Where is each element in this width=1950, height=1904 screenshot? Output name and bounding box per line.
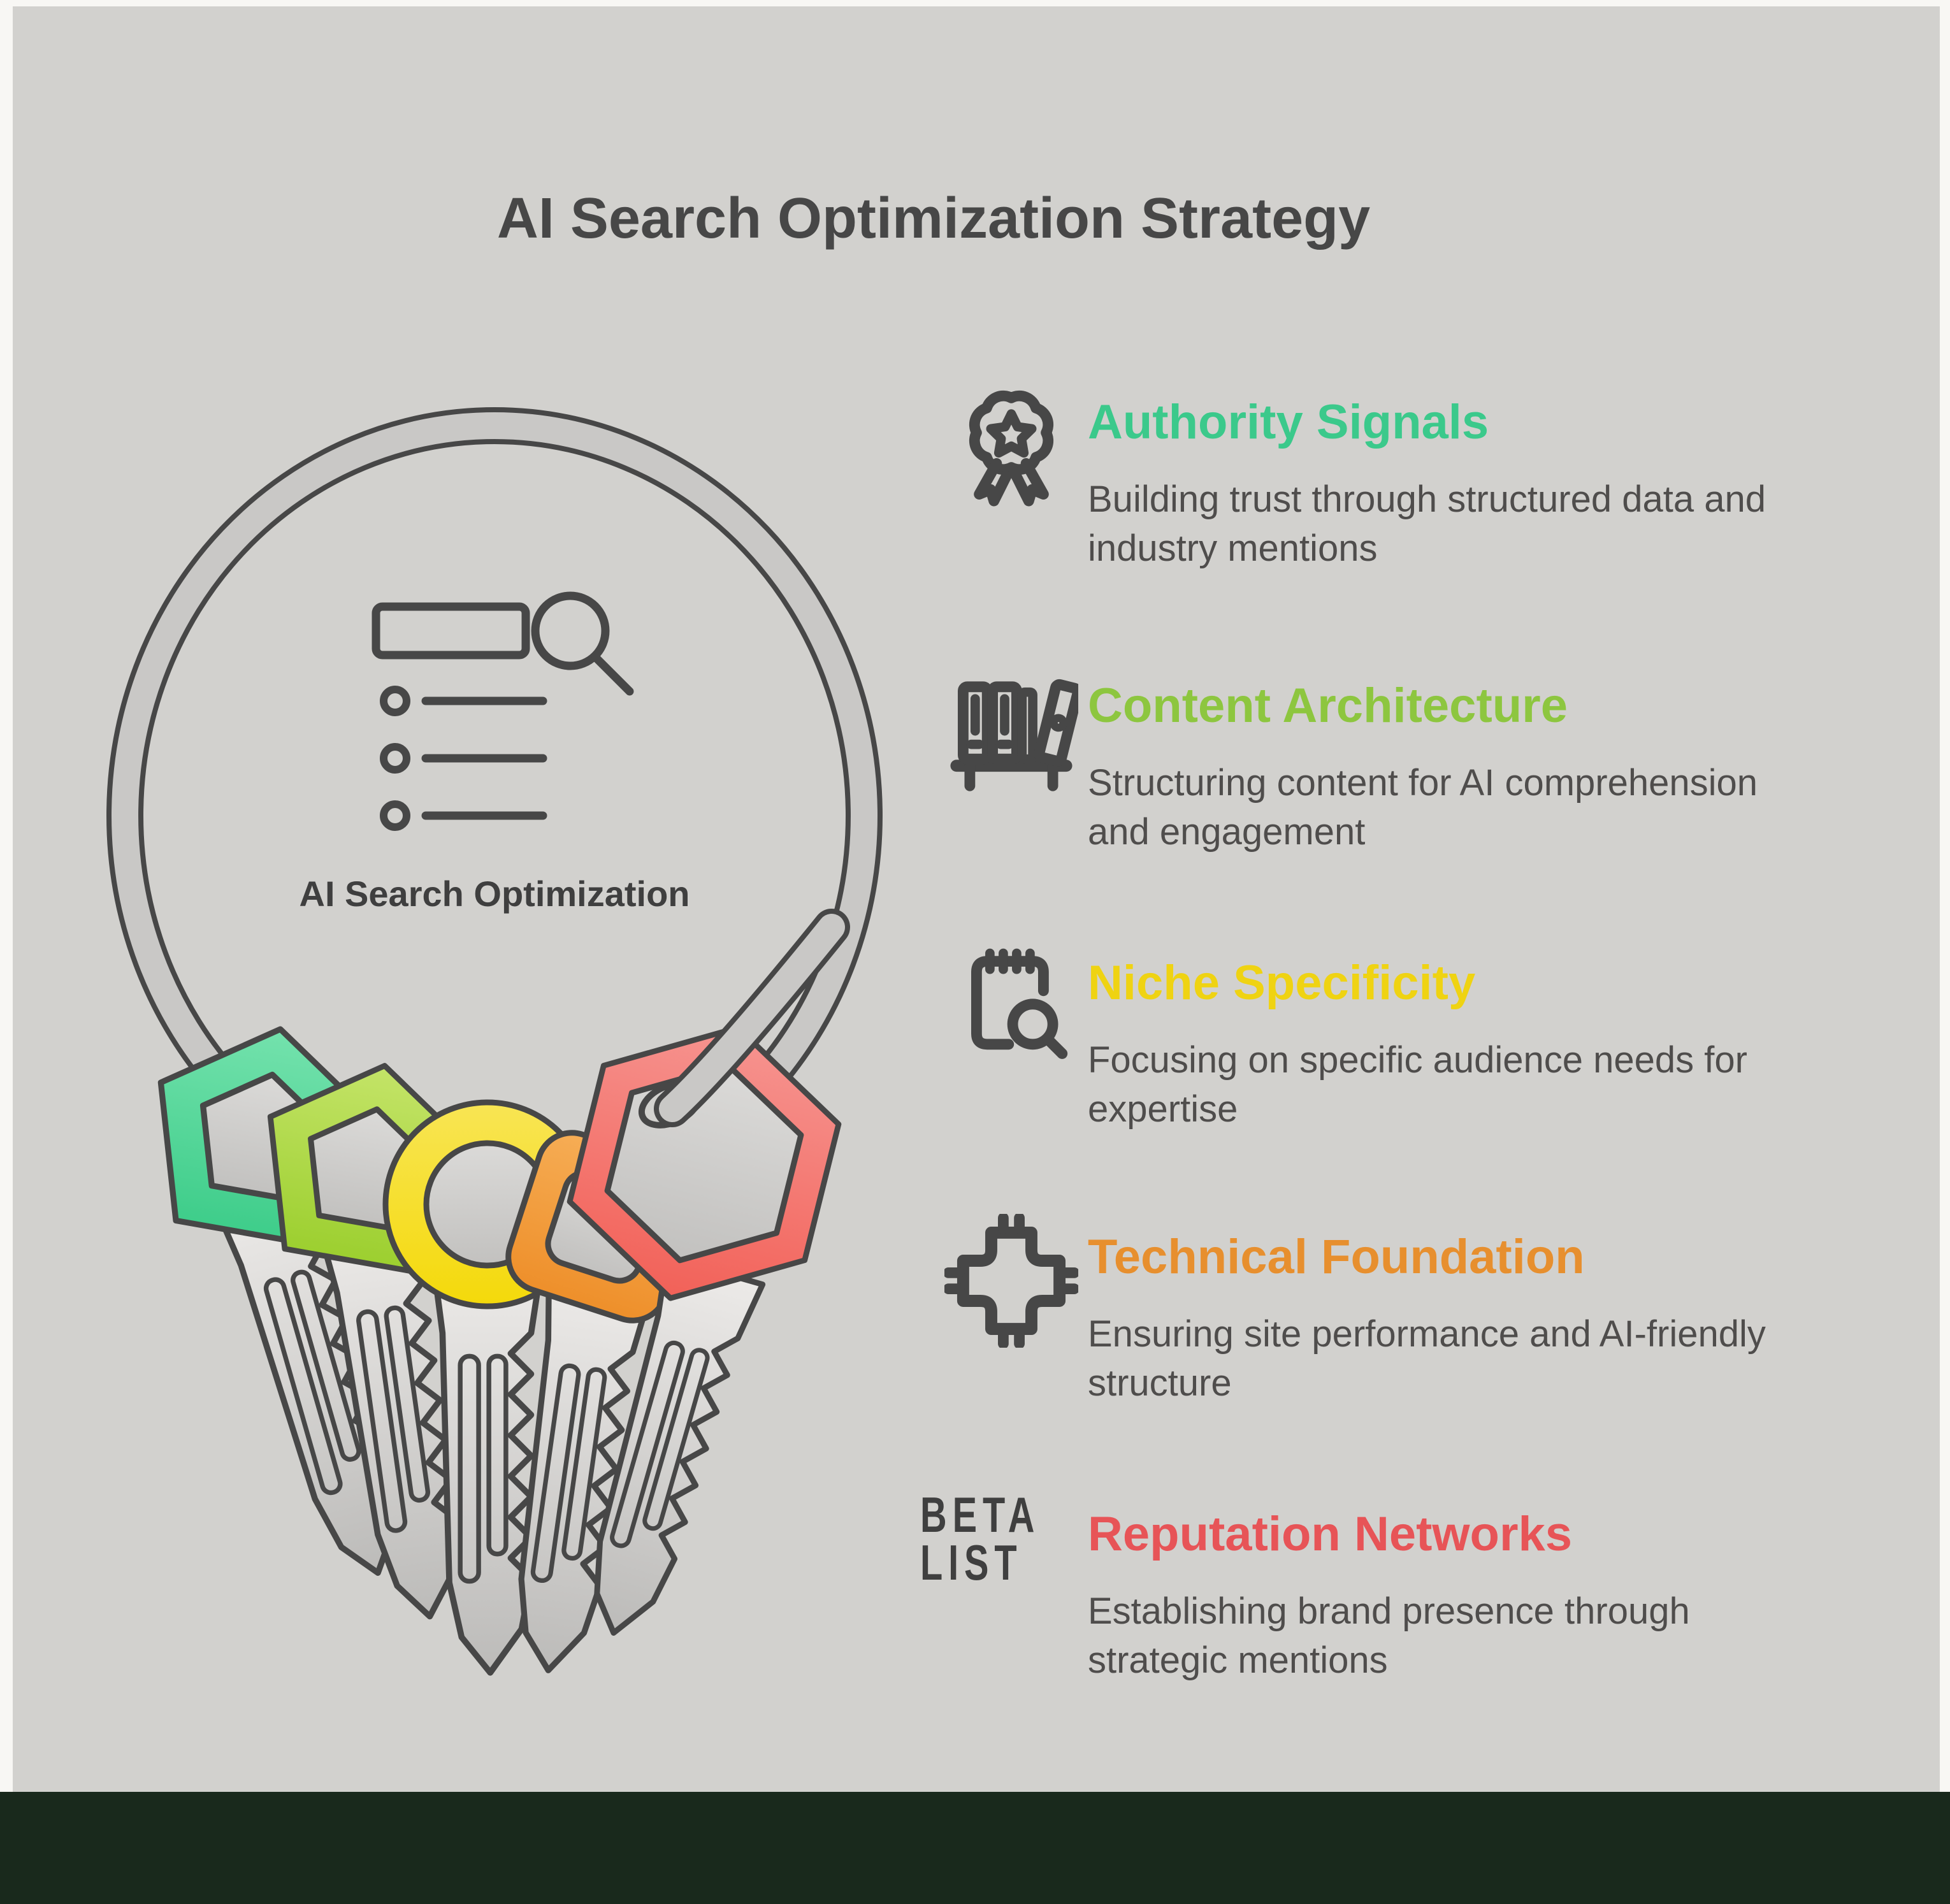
betalist-logo-line1: BETA bbox=[920, 1487, 1041, 1543]
award-rosette-icon bbox=[944, 379, 1078, 513]
footer-bar bbox=[0, 1792, 1950, 1904]
betalist-logo-line2: LIST bbox=[920, 1534, 1023, 1590]
ring-label: AI Search Optimization bbox=[300, 874, 690, 914]
item-description: Establishing brand presence through stra… bbox=[1088, 1590, 1690, 1682]
search-list-icon bbox=[372, 591, 634, 831]
shelf-books-icon bbox=[944, 663, 1083, 797]
item-description: Ensuring site performance and AI-friendl… bbox=[1088, 1313, 1766, 1404]
keyring-illustration: AI Search Optimization bbox=[106, 407, 883, 1720]
item-title: Authority Signals bbox=[1088, 395, 1489, 449]
list-item-reputation-networks: BETA LIST Reputation Networks Establishi… bbox=[920, 1490, 1894, 1685]
item-description: Structuring content for AI comprehension… bbox=[1088, 762, 1758, 853]
item-title: Technical Foundation bbox=[1088, 1230, 1585, 1284]
notepad-search-icon bbox=[944, 940, 1078, 1074]
ring-tail bbox=[654, 909, 850, 1127]
item-description: Focusing on specific audience needs for … bbox=[1088, 1039, 1747, 1130]
list-item-technical-foundation: Technical Foundation Ensuring site perfo… bbox=[925, 1212, 1894, 1408]
item-title: Niche Specificity bbox=[1088, 956, 1476, 1010]
list-item-authority-signals: Authority Signals Building trust through… bbox=[925, 379, 1894, 573]
list-item-niche-specificity: Niche Specificity Focusing on specific a… bbox=[925, 940, 1894, 1134]
list-item-content-architecture: Content Architecture Structuring content… bbox=[925, 663, 1894, 856]
item-title: Reputation Networks bbox=[1088, 1507, 1573, 1561]
circuit-chip-icon bbox=[942, 1212, 1080, 1350]
item-description: Building trust through structured data a… bbox=[1088, 479, 1766, 570]
betalist-logo: BETA LIST bbox=[920, 1487, 1054, 1625]
item-title: Content Architecture bbox=[1088, 679, 1568, 733]
page-title: AI Search Optimization Strategy bbox=[496, 187, 1371, 250]
key-reputation-networks bbox=[553, 909, 856, 1646]
